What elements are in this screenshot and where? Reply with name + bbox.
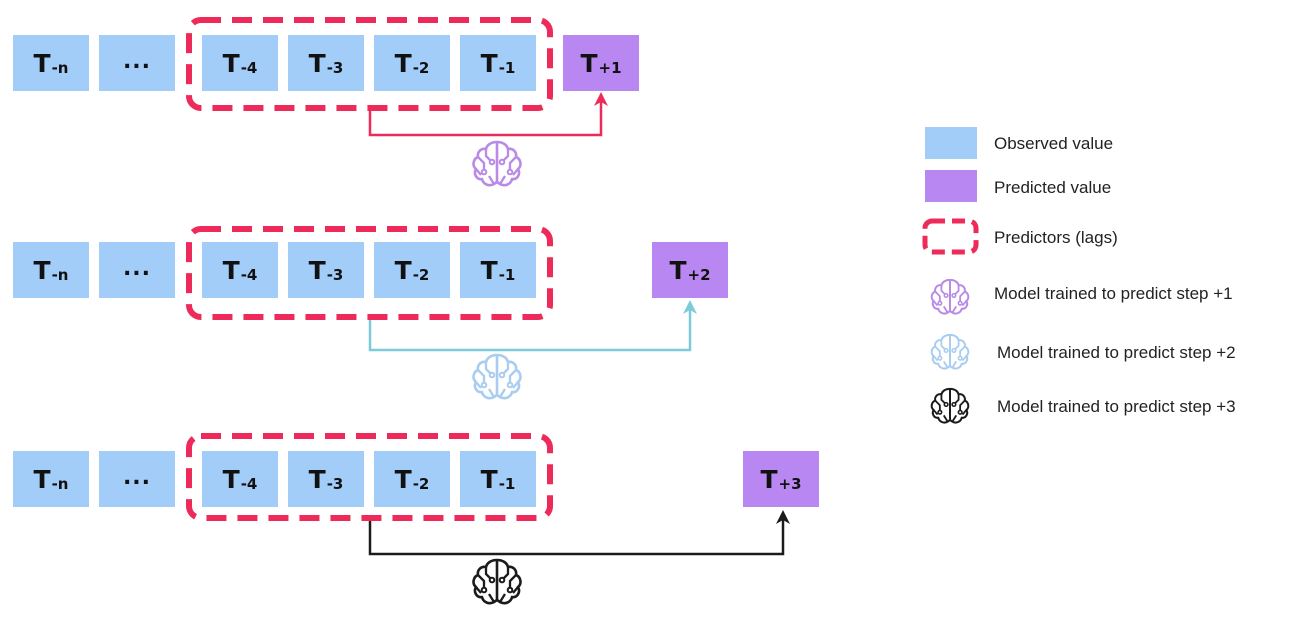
legend-observed-label: Observed value [994, 134, 1114, 153]
cell-label: T [33, 255, 51, 285]
row3-cell-t-1: T-1 [460, 451, 536, 507]
model-step2-icon [472, 353, 522, 400]
cell-subscript: +3 [778, 475, 802, 493]
row2-cell-t-4: T-4 [202, 242, 278, 298]
legend-observed-swatch [925, 127, 977, 159]
row1-cell-t-2: T-2 [374, 35, 450, 91]
row1-connector [368, 92, 608, 137]
cell-label: T [480, 464, 498, 494]
legend-predictors-swatch [922, 218, 979, 255]
legend-predictors-label: Predictors (lags) [994, 228, 1118, 247]
row2-cell-t-1: T-1 [460, 242, 536, 298]
cell-label: T [580, 48, 598, 78]
cell-subscript: +2 [687, 266, 711, 284]
cell-subscript: -4 [240, 266, 258, 284]
legend-predicted-swatch [925, 170, 977, 202]
legend-model3-icon [930, 387, 970, 424]
cell-label: T [308, 255, 326, 285]
cell-label: T [33, 464, 51, 494]
cell-label: T [394, 464, 412, 494]
cell-label: T [394, 48, 412, 78]
row1-cell-t-4: T-4 [202, 35, 278, 91]
row2-cell-t-2: T-2 [374, 242, 450, 298]
cell-label: T [760, 464, 778, 494]
row1-predictors-box [186, 17, 553, 111]
row3-connector [368, 510, 790, 556]
row2-cell-prediction: T+2 [652, 242, 728, 298]
legend-model2-icon [930, 333, 970, 370]
cell-subscript: -n [51, 475, 69, 493]
cell-subscript: -2 [412, 59, 430, 77]
cell-subscript: -1 [498, 266, 516, 284]
cell-ellipsis: ... [122, 464, 152, 490]
row1-cell-prediction: T+1 [563, 35, 639, 91]
legend-predicted-label: Predicted value [994, 178, 1112, 197]
row3-cell-prediction: T+3 [743, 451, 819, 507]
cell-subscript: -1 [498, 59, 516, 77]
cell-subscript: -3 [326, 266, 344, 284]
row2-predictors-box [186, 226, 553, 320]
cell-label: T [480, 48, 498, 78]
cell-label: T [222, 48, 240, 78]
legend-model1-icon [930, 278, 970, 315]
row2-cell-ellipsis: ... [99, 242, 175, 298]
row2-cell-t-n: T-n [13, 242, 89, 298]
cell-subscript: -2 [412, 475, 430, 493]
cell-subscript: -4 [240, 59, 258, 77]
cell-subscript: +1 [598, 59, 622, 77]
row3-cell-t-2: T-2 [374, 451, 450, 507]
row3-cell-t-3: T-3 [288, 451, 364, 507]
model-step3-icon [472, 558, 522, 605]
legend-model2-label: Model trained to predict step +2 [997, 343, 1236, 362]
row2-connector [368, 300, 697, 352]
model-step1-icon [472, 140, 522, 187]
row1-cell-t-n: T-n [13, 35, 89, 91]
legend-model3-label: Model trained to predict step +3 [997, 397, 1236, 416]
cell-subscript: -3 [326, 59, 344, 77]
row1-cell-t-1: T-1 [460, 35, 536, 91]
cell-label: T [222, 464, 240, 494]
row3-predictors-box [186, 433, 553, 521]
cell-subscript: -1 [498, 475, 516, 493]
row1-cell-t-3: T-3 [288, 35, 364, 91]
legend-model1-label: Model trained to predict step +1 [994, 284, 1233, 303]
row3-cell-t-n: T-n [13, 451, 89, 507]
cell-label: T [308, 48, 326, 78]
cell-label: T [308, 464, 326, 494]
cell-ellipsis: ... [122, 48, 152, 74]
row3-cell-t-4: T-4 [202, 451, 278, 507]
cell-label: T [33, 48, 51, 78]
cell-label: T [669, 255, 687, 285]
cell-subscript: -n [51, 266, 69, 284]
cell-subscript: -4 [240, 475, 258, 493]
row3-cell-ellipsis: ... [99, 451, 175, 507]
cell-subscript: -2 [412, 266, 430, 284]
cell-label: T [394, 255, 412, 285]
cell-ellipsis: ... [122, 255, 152, 281]
cell-label: T [222, 255, 240, 285]
cell-label: T [480, 255, 498, 285]
cell-subscript: -3 [326, 475, 344, 493]
row2-cell-t-3: T-3 [288, 242, 364, 298]
cell-subscript: -n [51, 59, 69, 77]
row1-cell-ellipsis: ... [99, 35, 175, 91]
